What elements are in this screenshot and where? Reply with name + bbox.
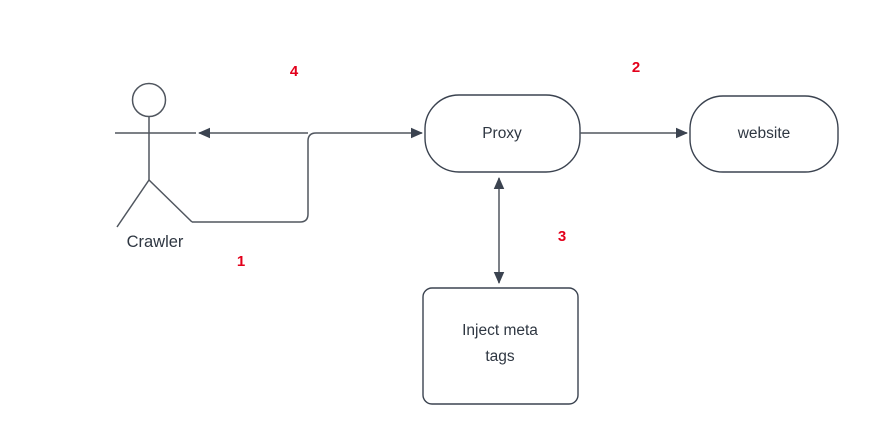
node-inject-meta-tags[interactable]: Inject meta tags [422,287,579,405]
website-label: website [737,125,791,142]
inject-meta-tags-label-line1: Inject meta [462,322,538,339]
crawler-right-leg-line [148,179,193,223]
connector-crawler-to-proxy [192,127,423,223]
inject-meta-tags-label-line2: tags [485,348,515,365]
proxy-label: Proxy [482,125,522,142]
crawler-left-leg-line [116,179,150,228]
crawler-head-icon [131,82,167,118]
website-box[interactable] [689,95,839,173]
step-number-2: 2 [632,59,640,76]
step-number-4: 4 [290,63,299,80]
crawler-actor: Crawler [115,82,196,251]
inject-meta-tags-box[interactable] [422,287,579,405]
crawler-label: Crawler [127,233,184,251]
step-number-1: 1 [237,253,245,270]
step-number-3: 3 [558,228,566,245]
node-proxy[interactable]: Proxy [424,94,581,173]
node-website[interactable]: website [689,95,839,173]
